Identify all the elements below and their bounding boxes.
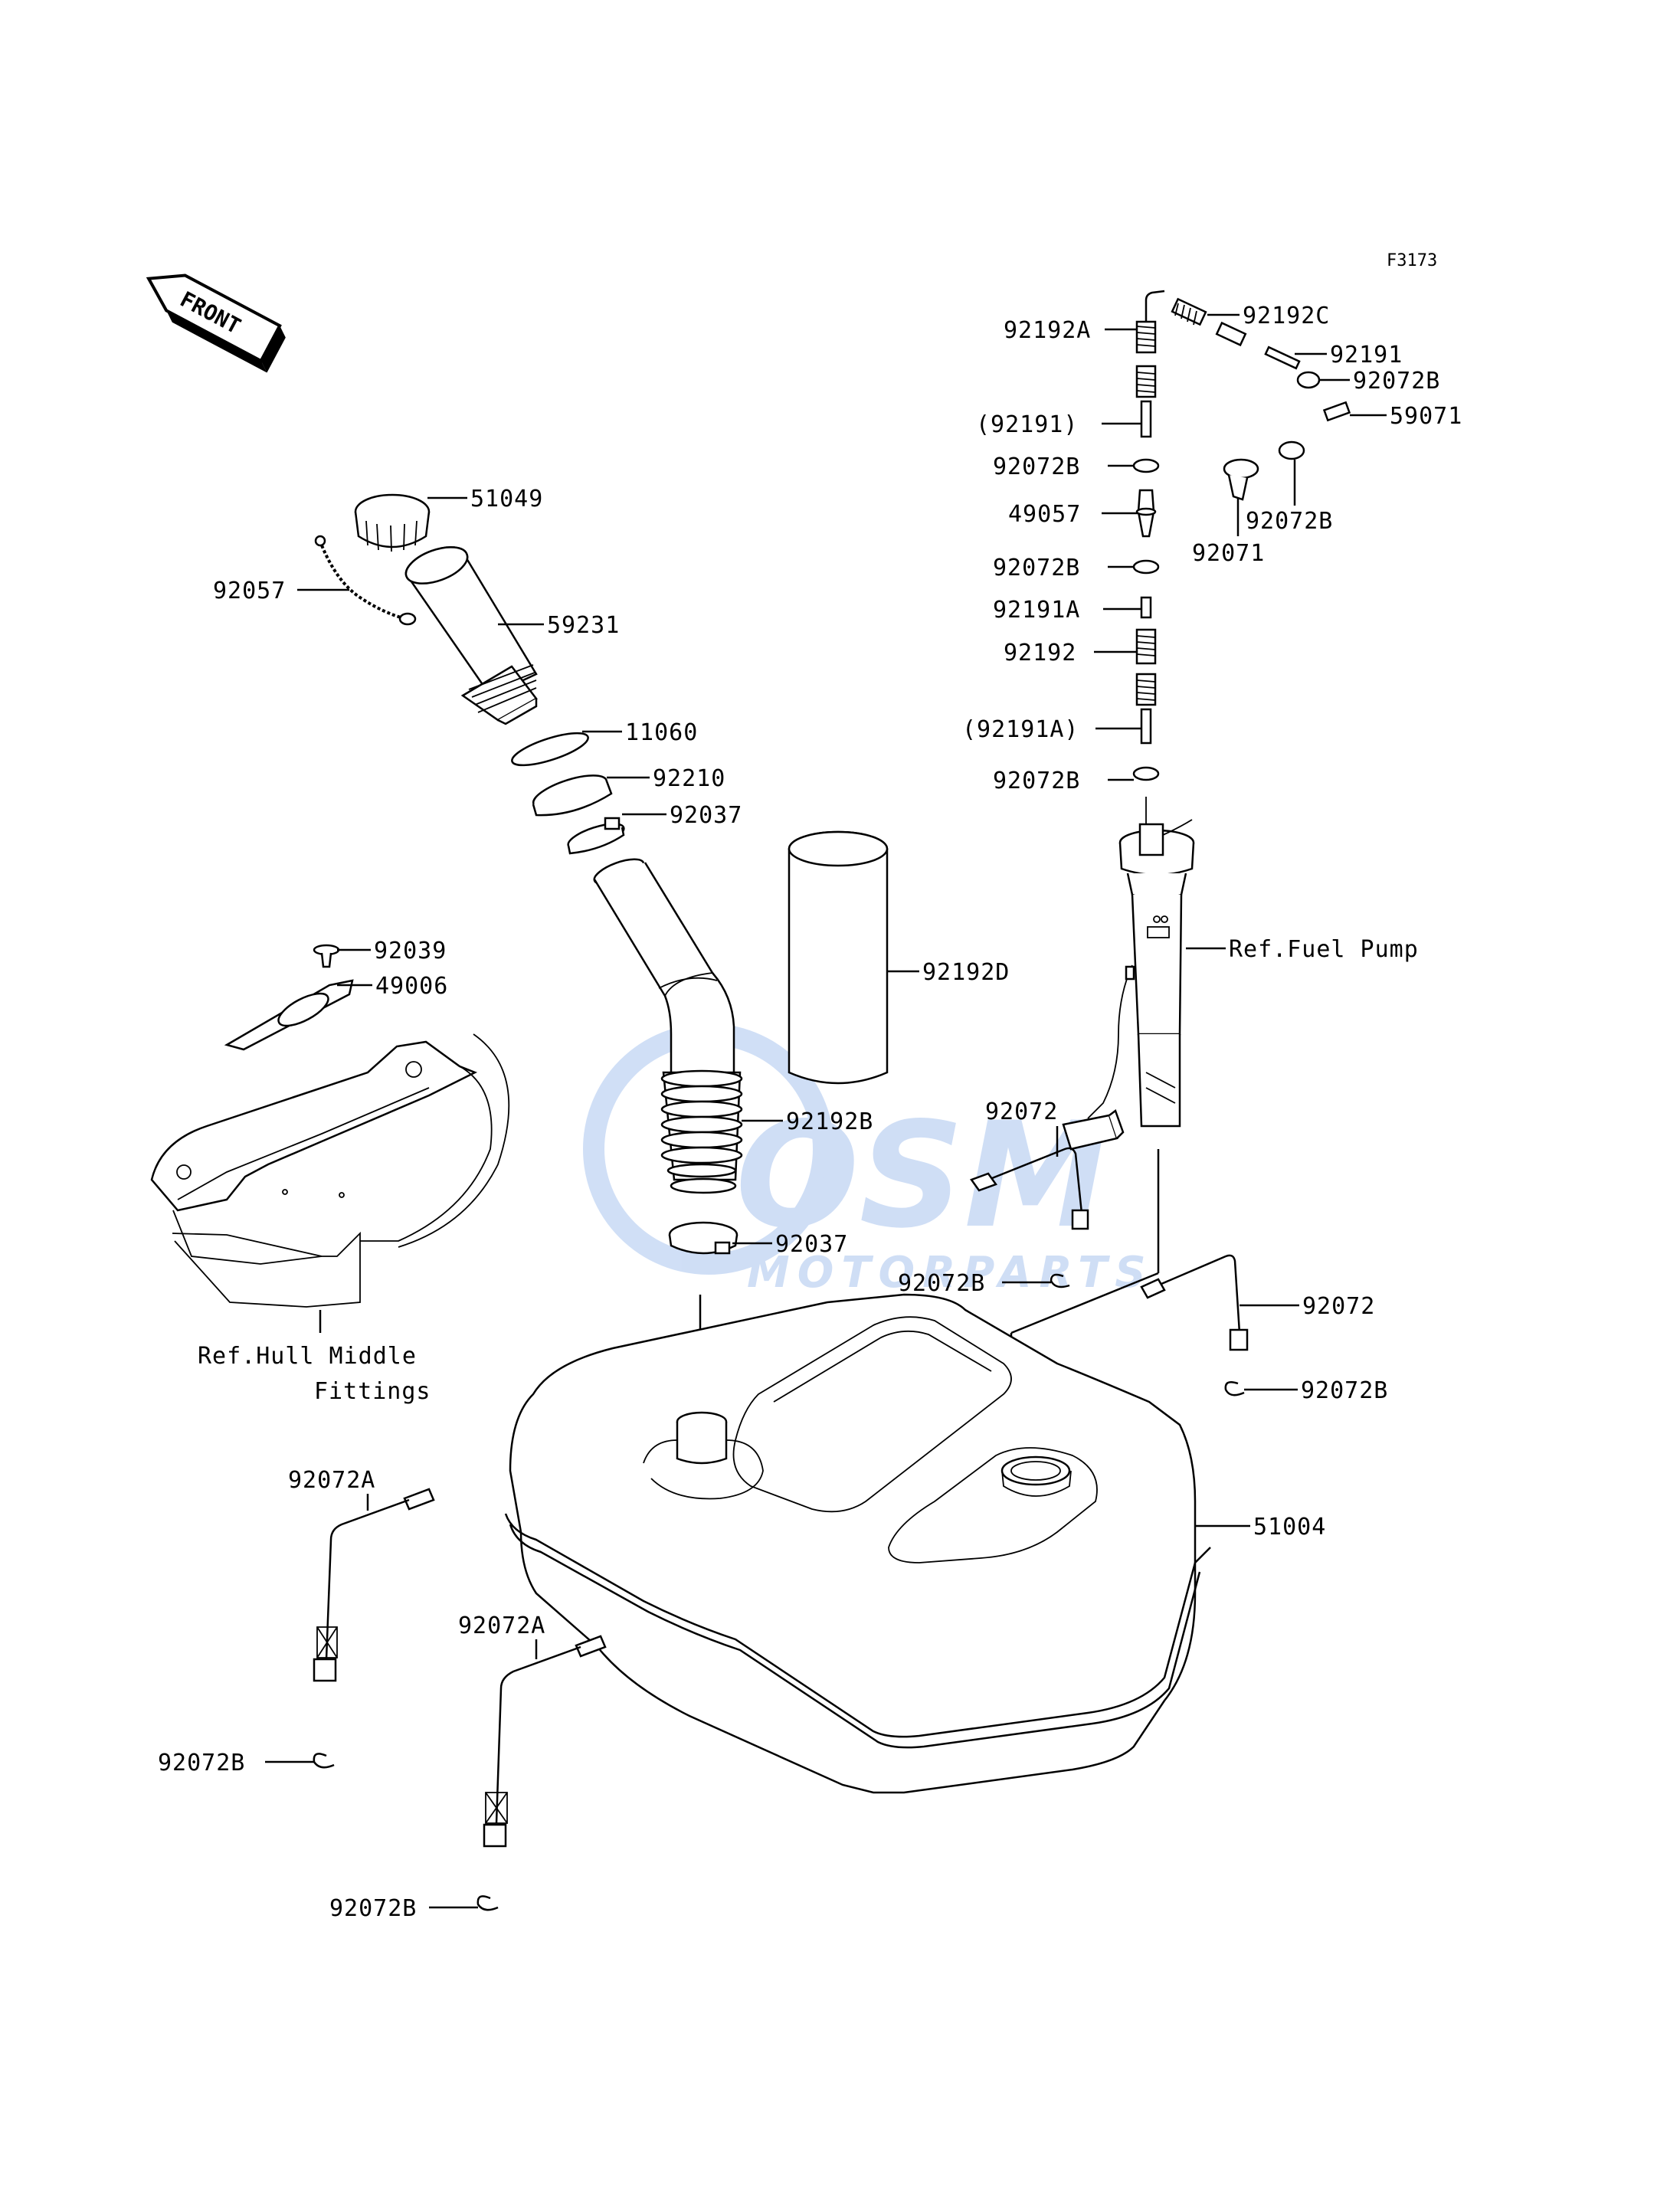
hose-92192A-lower — [1135, 365, 1157, 398]
ref-hull-line1: Ref.Hull Middle — [198, 1343, 417, 1370]
label-59231: 59231 — [547, 612, 620, 639]
hose-92192 — [1135, 628, 1157, 665]
clip-92072B-l1 — [1132, 458, 1160, 473]
clip-92072B-bottom-left — [313, 1753, 335, 1769]
label-92072B-mid-right: 92072B — [1246, 508, 1333, 535]
hose-clamp-upper — [567, 817, 625, 855]
clip-92072B-right — [1224, 1381, 1245, 1396]
protector-sleeve — [788, 830, 889, 1085]
fitting-49057 — [1135, 489, 1157, 538]
label-92072B-bottom: 92072B — [329, 1895, 417, 1922]
label-92071: 92071 — [1192, 540, 1265, 567]
label-92072B-top-right: 92072B — [1353, 368, 1440, 395]
strap-92072-right — [1140, 1254, 1249, 1351]
tether-cord — [314, 535, 417, 626]
label-92037-upper: 92037 — [670, 802, 742, 829]
bellows-hose — [660, 1069, 743, 1194]
label-92057: 92057 — [213, 578, 286, 604]
label-92192: 92192 — [1004, 640, 1076, 666]
cover-plate — [224, 979, 354, 1051]
hose-92192C — [1171, 297, 1207, 326]
label-92037-lower: 92037 — [775, 1231, 848, 1258]
clip-92072B-bottom — [476, 1895, 499, 1911]
hull-middle-fitting — [150, 1033, 510, 1308]
clip-92072B-top-right — [1296, 371, 1321, 389]
label-92072A-lower: 92072A — [458, 1613, 545, 1639]
rivet — [313, 944, 340, 968]
pipe-92191 — [1264, 345, 1301, 370]
figure-code: F3173 — [1387, 251, 1437, 270]
label-92072B-l1: 92072B — [993, 453, 1080, 480]
label-92072B-right: 92072B — [1301, 1377, 1388, 1404]
label-92072-right: 92072 — [1302, 1293, 1375, 1320]
ref-hull-line2: Fittings — [314, 1378, 431, 1405]
ref-fuel-pump: Ref.Fuel Pump — [1229, 936, 1419, 963]
fuel-cap — [354, 493, 431, 552]
hose-92192-lower — [1135, 673, 1157, 706]
hose-clamp-lower — [668, 1221, 738, 1255]
pump-connector — [1062, 1108, 1125, 1151]
pipe-92191-paren — [1140, 400, 1152, 438]
strap-92072A-left — [313, 1488, 435, 1682]
label-92192C: 92192C — [1243, 303, 1330, 329]
clip-92072B-mid-right — [1278, 440, 1305, 460]
watermark-sub: MOTORPARTS — [747, 1248, 1154, 1298]
label-11060: 11060 — [625, 719, 698, 746]
label-92192B: 92192B — [786, 1108, 873, 1135]
label-92072B-center: 92072B — [898, 1270, 985, 1297]
check-valve-92071 — [1223, 458, 1259, 501]
label-92072-mid: 92072 — [985, 1098, 1058, 1125]
watermark-brand: OSM — [735, 1091, 1109, 1260]
label-92192A: 92192A — [1004, 317, 1091, 344]
lock-nut — [532, 774, 613, 817]
pipe-92191A — [1140, 596, 1152, 619]
watermark: OSM MOTORPARTS — [583, 1023, 1154, 1298]
clip-92072B-l2 — [1132, 559, 1160, 575]
label-92039: 92039 — [374, 938, 447, 964]
pipe-92191A-paren — [1140, 708, 1152, 745]
label-92191A: 92191A — [993, 597, 1080, 624]
label-92072B-bottom-left: 92072B — [158, 1750, 245, 1776]
fuel-pump — [1087, 797, 1195, 1128]
hose-92192C-b — [1215, 321, 1247, 347]
clip-92072B-l3 — [1132, 766, 1160, 781]
label-51049: 51049 — [470, 486, 543, 512]
label-92072B-l2: 92072B — [993, 555, 1080, 581]
breather-pipe — [1145, 290, 1165, 322]
clip-92072B-center — [1050, 1273, 1070, 1288]
label-51004: 51004 — [1253, 1514, 1326, 1541]
label-59071: 59071 — [1390, 403, 1462, 430]
label-49057: 49057 — [1008, 501, 1081, 528]
joint-59071 — [1322, 401, 1351, 422]
strap-92072A-lower — [483, 1635, 607, 1848]
strap-92072-mid — [970, 1147, 1089, 1230]
fuel-tank — [504, 1293, 1211, 1794]
front-arrow-icon: FRONT — [146, 273, 286, 373]
label-92191: 92191 — [1330, 342, 1403, 368]
label-92191A-paren: (92191A) — [962, 716, 1079, 743]
o-ring — [511, 732, 589, 767]
filler-neck — [404, 546, 538, 725]
label-92072B-l3: 92072B — [993, 768, 1080, 794]
label-92192D: 92192D — [922, 959, 1010, 986]
label-49006: 49006 — [375, 973, 448, 1000]
label-92072A-left: 92072A — [288, 1467, 375, 1494]
hose-92192A — [1135, 320, 1157, 354]
label-92191-paren: (92191) — [976, 411, 1078, 438]
label-92210: 92210 — [653, 765, 725, 792]
